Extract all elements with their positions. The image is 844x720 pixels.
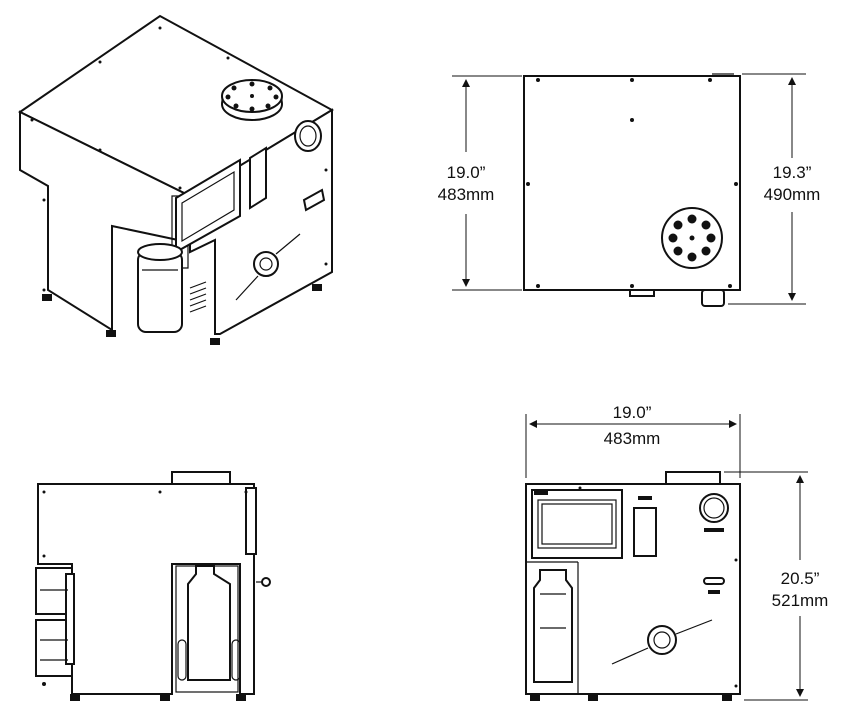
top-view-width-in: 19.0” (447, 163, 486, 182)
front-view-screen-inner (541, 503, 613, 545)
top-view-depth-mm: 490mm (764, 185, 821, 204)
front-view-flow-label (638, 496, 652, 500)
side-view-feet (70, 694, 246, 701)
isometric-view (18, 14, 335, 345)
iso-screen-inner (181, 170, 235, 243)
iso-rivets (30, 26, 328, 292)
front-view-screen-bezel (531, 489, 623, 559)
front-view-width-in: 19.0” (613, 403, 652, 422)
front-view-feet (530, 694, 732, 701)
side-view-pump-assembly (35, 567, 75, 686)
side-view-body (37, 483, 255, 695)
side-view-rivets (42, 490, 248, 558)
front-view-width-mm: 483mm (604, 429, 661, 448)
front-view-logo-text-right (675, 619, 713, 635)
iso-bottle (137, 251, 183, 333)
side-view-coils (177, 639, 241, 681)
front-view-height-mm: 521mm (772, 591, 829, 610)
side-view (35, 471, 271, 701)
iso-logo-text-right (275, 233, 301, 255)
iso-bottle-cap (137, 243, 183, 261)
top-view-carousel-holes (668, 214, 716, 262)
front-view-valve-label (708, 590, 720, 594)
front-view: 19.0” 483mm 20.5” 521mm (525, 403, 829, 701)
iso-logo-seal-inner (259, 257, 273, 271)
iso-feet (42, 284, 322, 345)
side-view-valve (261, 577, 271, 587)
front-view-logo-plate (534, 490, 548, 495)
top-view-depth-in: 19.3” (773, 163, 812, 182)
iso-front-face (189, 108, 333, 335)
side-view-pump-bracket (65, 573, 75, 665)
iso-vents (189, 281, 207, 313)
iso-flow-meter (249, 146, 267, 210)
front-view-logo-seal (647, 625, 677, 655)
iso-logo-text-left (235, 275, 259, 301)
top-view-valve-knob (701, 289, 725, 307)
front-view-screen (537, 499, 617, 549)
iso-logo-seal (253, 251, 279, 277)
front-view-gauge-inner (703, 497, 725, 519)
side-view-top-tab (171, 471, 231, 485)
top-view: 19.0” 483mm 19.3” 490mm (438, 73, 821, 307)
front-view-bottle (533, 569, 573, 683)
iso-gauge-inner (299, 125, 317, 147)
top-view-rear-tab (629, 289, 655, 297)
front-view-top-tab (665, 471, 721, 485)
front-view-logo-seal-inner (653, 631, 671, 649)
top-view-rivets (526, 78, 738, 288)
iso-screen (175, 158, 241, 254)
top-view-width-mm: 483mm (438, 185, 495, 204)
front-view-height-in: 20.5” (781, 569, 820, 588)
front-view-flow-meter (633, 507, 657, 557)
side-view-back-panel (245, 487, 257, 555)
side-view-bottle (187, 565, 231, 681)
front-view-logo-text-left (611, 647, 649, 665)
front-view-valve (703, 577, 725, 585)
iso-valve (302, 188, 326, 212)
front-view-rivets (578, 486, 738, 688)
front-view-gauge-label (704, 528, 724, 532)
iso-carousel-holes (225, 81, 279, 112)
iso-gauge (294, 120, 322, 152)
